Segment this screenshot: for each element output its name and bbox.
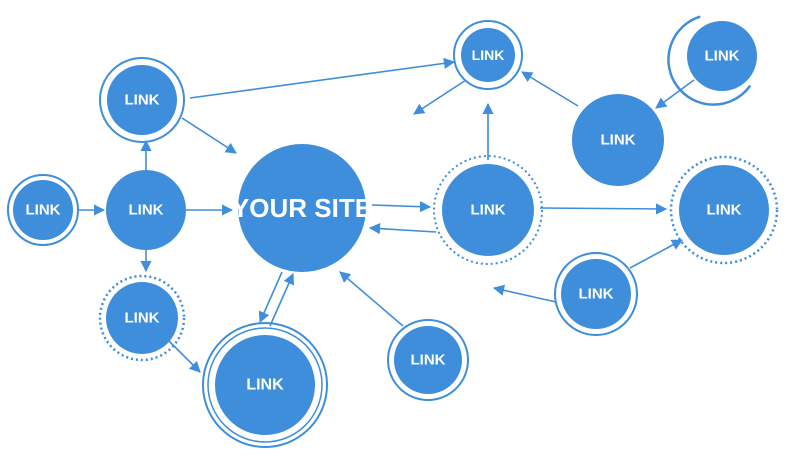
node-lowright-circle [561, 259, 631, 329]
node-midleft-label: LINK [125, 310, 160, 327]
node-bottommid-circle [394, 326, 462, 394]
node-left: LINK [7, 174, 79, 246]
node-lowright-ring [554, 252, 638, 336]
node-bottom-label: LINK [246, 377, 284, 394]
node-bigright-label: LINK [601, 132, 636, 149]
node-topleft-ring [99, 57, 185, 143]
node-right-label: LINK [471, 202, 506, 219]
node-left-circle [13, 180, 73, 240]
node-right: LINK [433, 155, 543, 265]
node-bottom-ring-outer [202, 322, 328, 448]
node-bottom-ring-inner [207, 327, 323, 443]
node-left-ring [7, 174, 79, 246]
edge-topleft-to-topmid [189, 57, 456, 99]
node-topright-arc [667, 15, 752, 106]
node-bottom-circle [215, 335, 315, 435]
node-bottommid-label: LINK [411, 352, 446, 369]
center-node: YOUR SITE [232, 144, 372, 272]
node-topright: LINK [667, 15, 757, 106]
node-topright-label: LINK [705, 48, 740, 65]
node-lowright-label: LINK [579, 286, 614, 303]
node-topright-circle [687, 21, 757, 91]
edge-center-to-bottom [258, 271, 283, 324]
node-left-label: LINK [26, 202, 61, 219]
node-farright: LINK [669, 155, 779, 265]
node-hub-label: LINK [129, 202, 164, 219]
node-hub: LINK [106, 170, 186, 250]
node-topmid-circle [461, 28, 515, 82]
node-topleft-circle [107, 65, 177, 135]
center-node-circle [238, 144, 366, 272]
node-lowright: LINK [554, 252, 638, 336]
node-right-circle [442, 164, 534, 256]
edges [78, 57, 695, 373]
node-bottommid-ring [387, 319, 469, 401]
node-hub-circle [106, 170, 186, 250]
edge-right-to-farright [539, 203, 668, 215]
node-midleft: LINK [98, 274, 186, 362]
node-bigright-circle [572, 94, 664, 186]
node-farright-ring [669, 155, 779, 265]
edge-topright-to-bigright [655, 79, 695, 109]
node-topmid-label: LINK [472, 47, 505, 63]
node-bottom: LINK [202, 322, 328, 448]
edge-bigright-to-topmid [521, 71, 579, 107]
node-bigright: LINK [572, 94, 664, 186]
node-topleft: LINK [99, 57, 185, 143]
node-right-ring [433, 155, 543, 265]
edge-lowright-to-farright [629, 239, 683, 269]
edge-bottommid-to-center [339, 271, 404, 327]
center-node-label: YOUR SITE [232, 193, 372, 223]
edge-topleft-to-center [181, 117, 237, 154]
node-topmid-ring [453, 20, 523, 90]
edge-midleft-to-bottom [165, 337, 201, 373]
node-topleft-label: LINK [125, 92, 160, 109]
edge-right-to-center [368, 223, 437, 235]
node-bottommid: LINK [387, 319, 469, 401]
edge-bottom-to-center [269, 272, 295, 327]
node-farright-label: LINK [707, 202, 742, 219]
node-midleft-circle [106, 282, 178, 354]
node-midleft-ring [98, 274, 186, 362]
edge-topmid-out [413, 79, 467, 115]
node-topmid: LINK [453, 20, 523, 90]
edge-lowright-out [492, 284, 557, 303]
node-farright-circle [679, 165, 769, 255]
edge-center-to-right [371, 201, 432, 213]
